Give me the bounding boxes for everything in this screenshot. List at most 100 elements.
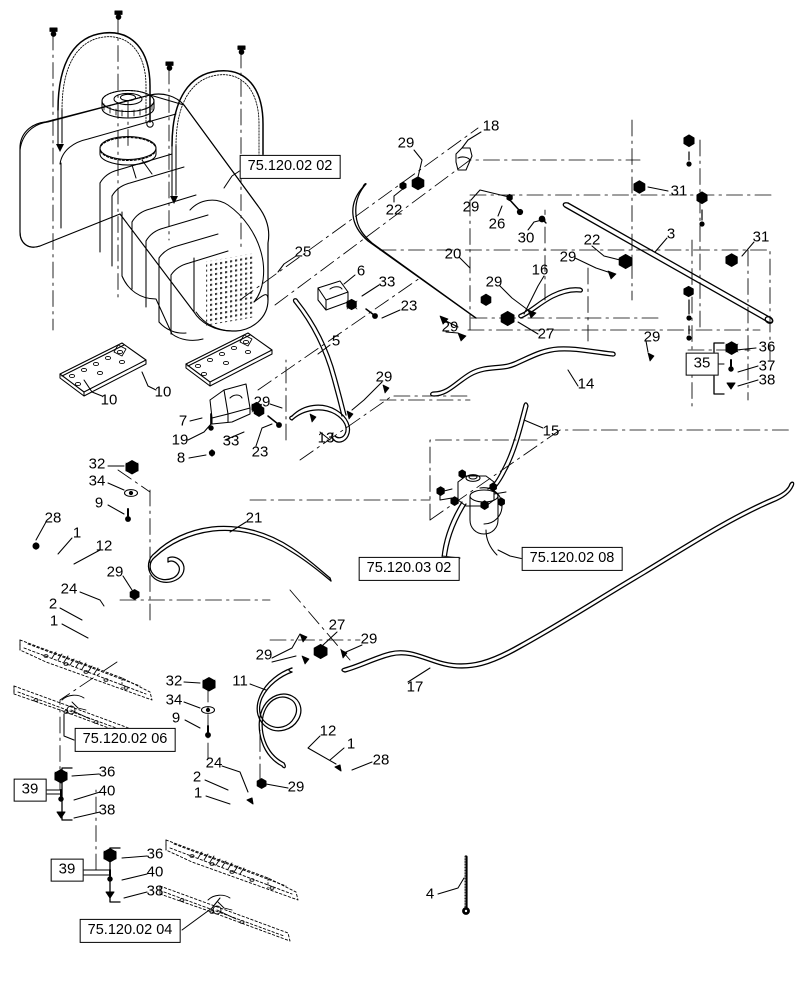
c-9a: 9 [94,494,104,512]
strap-bolt-2 [114,10,123,20]
c-32a: 32 [88,455,106,473]
hose-16 [518,287,583,319]
rail-assembly-lower [159,839,299,942]
c-16: 16 [531,261,549,279]
c-36a: 36 [758,338,776,356]
rail-assembly-upper [13,639,153,742]
strap-bolt-4 [237,45,246,55]
c-36b: 36 [98,763,116,781]
c-26: 26 [488,215,506,233]
c-23b: 23 [251,443,269,461]
leader-lines [35,131,759,931]
c-19: 19 [171,431,189,449]
group-39a: 39 [13,778,47,802]
c-29c: 29 [559,248,577,266]
centerlines [52,16,791,871]
c-32b: 32 [165,672,183,690]
c-17: 17 [406,678,424,696]
c-29a: 29 [397,134,415,152]
tube-3 [562,202,774,324]
c-29h: 29 [375,368,393,386]
c-21: 21 [245,509,263,527]
c-29e: 29 [441,318,459,336]
c-1b: 1 [49,612,59,630]
fastener-group-35 [694,341,739,395]
hose-11 [256,667,302,769]
c-18: 18 [482,117,500,135]
c-7: 7 [178,412,188,430]
c-2a: 2 [48,595,58,613]
hose-5 [292,298,347,417]
hose-17 [341,481,795,673]
tube-20 [352,183,477,319]
c-25: 25 [294,243,312,261]
c-9b: 9 [171,709,181,727]
hose-13 [289,404,351,443]
tank-strap-right [170,70,265,204]
c-29d: 29 [485,273,503,291]
c-1d: 1 [193,784,203,802]
c-30: 30 [517,229,535,247]
c-24a: 24 [60,580,78,598]
c-34a: 34 [88,472,106,490]
tank-mount-plate-right [185,332,273,387]
c-10b: 10 [154,383,172,401]
fastener-group-39b [81,847,121,903]
c-29g: 29 [253,393,271,411]
c-8: 8 [176,449,186,467]
ref-rail-06: 75.120.02 06 [74,727,176,753]
c-29k: 29 [360,630,378,648]
c-28a: 28 [44,509,62,527]
fuel-tank-body [19,93,270,341]
c-36c: 36 [146,845,164,863]
group-39b: 39 [50,858,84,882]
c-38b: 38 [98,801,116,819]
fastener-group-39a [43,767,73,821]
c-22a: 22 [385,201,403,219]
c-38a: 38 [758,371,776,389]
c-1a: 1 [72,524,82,542]
ref-tank: 75.120.02 02 [239,154,341,180]
hose-21 [147,525,332,583]
c-29l: 29 [287,778,305,796]
c-27a: 27 [537,325,555,343]
c-3: 3 [666,225,676,243]
c-20: 20 [444,245,462,263]
c-4: 4 [425,885,435,903]
c-29i: 29 [106,563,124,581]
fasteners [32,134,738,915]
c-34b: 34 [165,691,183,709]
c-23a: 23 [400,297,418,315]
clamps-29 [129,176,633,789]
tank-strap-left [56,32,154,152]
c-33b: 33 [222,432,240,450]
c-11: 11 [232,672,248,690]
c-15: 15 [542,422,560,440]
c-12a: 12 [95,537,113,555]
c-2b: 2 [192,768,202,786]
c-29f: 29 [643,328,661,346]
bracket-7 [209,383,251,425]
strap-bolt-1 [49,27,58,37]
clamp-arrow-markers [299,270,655,665]
pump-filter-assembly [436,469,507,563]
c-38c: 38 [146,882,164,900]
ref-rail-04: 75.120.02 04 [79,918,181,944]
c-40a: 40 [98,782,116,800]
c-27b: 27 [328,616,346,634]
c-33a: 33 [378,273,396,291]
c-10a: 10 [100,391,118,409]
hose-15 [487,402,529,492]
c-24b: 24 [205,754,223,772]
c-40b: 40 [146,863,164,881]
hose-18 [455,147,473,171]
ref-pump-08: 75.120.02 08 [521,546,623,572]
c-13: 13 [317,429,335,447]
c-1c: 1 [346,735,356,753]
rod-4 [462,855,470,915]
c-6: 6 [356,262,366,280]
strap-bolt-3 [165,61,174,71]
ref-pump-03: 75.120.03 02 [358,556,460,582]
c-29j: 29 [255,646,273,664]
